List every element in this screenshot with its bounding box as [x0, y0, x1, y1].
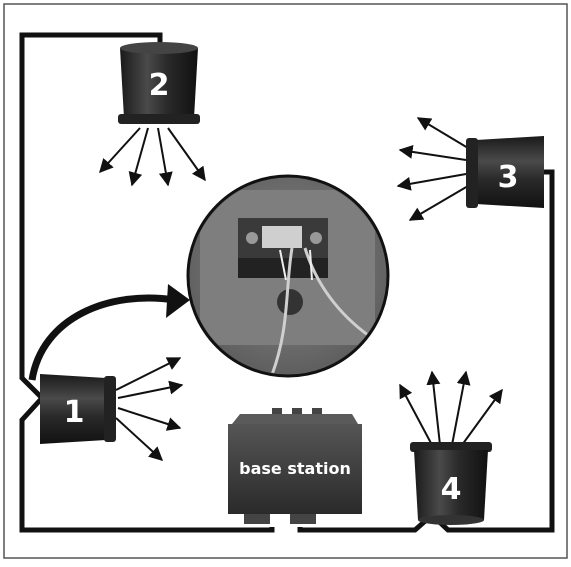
detail-pointer-arrow — [28, 294, 176, 381]
connector-detail-circle — [186, 174, 390, 378]
base-station-label: base station — [239, 459, 351, 478]
base-station: base station — [228, 408, 362, 524]
detail-pointer-arrowhead — [166, 284, 190, 318]
speaker-4: 4 — [410, 442, 492, 525]
speaker-3: 3 — [466, 136, 544, 208]
speaker-2: 2 — [118, 42, 200, 124]
speaker-2-number: 2 — [149, 68, 170, 103]
sound-waves-speaker-4 — [399, 370, 503, 446]
speaker-1: 1 — [40, 374, 116, 444]
sound-waves-speaker-1 — [115, 357, 184, 461]
speaker-4-number: 4 — [441, 472, 462, 507]
sound-waves-speaker-2 — [99, 127, 206, 187]
speaker-1-number: 1 — [64, 395, 85, 430]
mounting-hole — [277, 289, 303, 315]
figure-border — [3, 3, 568, 559]
sound-waves-speaker-3 — [396, 117, 469, 221]
speaker-3-number: 3 — [498, 160, 519, 195]
